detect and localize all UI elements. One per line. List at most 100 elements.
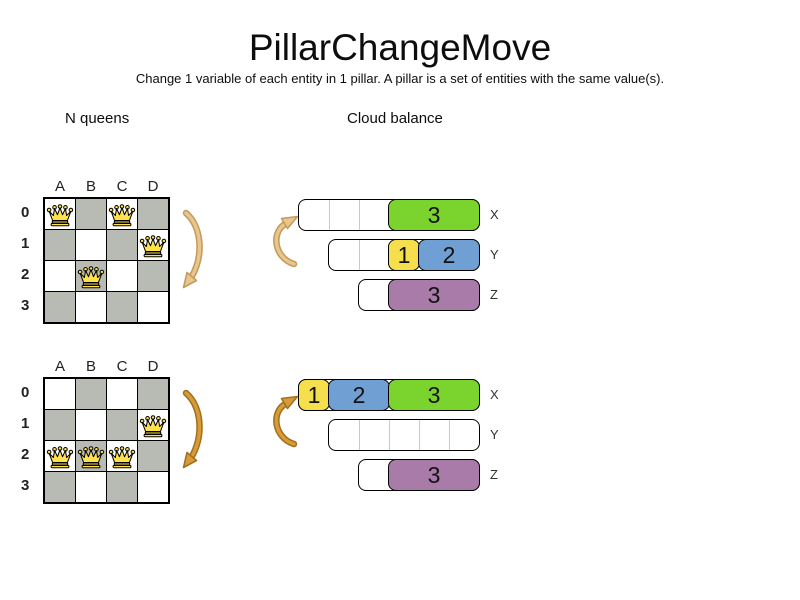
- queen-icon: [46, 203, 74, 226]
- board-grid: [43, 377, 170, 504]
- bar-label-x: X: [490, 207, 499, 222]
- process-segment: 1: [298, 379, 330, 411]
- column-label-c: C: [116, 358, 129, 375]
- board-cell: [138, 199, 168, 229]
- column-label-d: D: [147, 358, 160, 375]
- board-cell: [107, 261, 137, 291]
- bar-label-z: Z: [490, 287, 498, 302]
- move-arrow-up-icon: [273, 395, 299, 448]
- column-label-b: B: [85, 358, 97, 375]
- queen-icon: [77, 265, 105, 288]
- row-label-2: 2: [21, 446, 30, 463]
- process-segment: 3: [388, 379, 480, 411]
- process-segment: 3: [388, 459, 480, 491]
- bar-divider: [359, 420, 360, 450]
- computer-bar-z: 3: [358, 459, 480, 491]
- board-cell: [45, 292, 75, 322]
- row-label-1: 1: [21, 415, 30, 432]
- queen-icon: [108, 203, 136, 226]
- move-arrow-up-icon: [273, 215, 299, 268]
- bar-label-y: Y: [490, 427, 499, 442]
- board-cell: [76, 472, 106, 502]
- board-cell: [107, 292, 137, 322]
- board-cell: [76, 199, 106, 229]
- column-label-c: C: [116, 178, 129, 195]
- column-label-b: B: [85, 178, 97, 195]
- chessboard-after: A B C D 0 1 2 3: [21, 357, 170, 504]
- row-label-1: 1: [21, 235, 30, 252]
- board-cell: [107, 230, 137, 260]
- board-cell: [45, 410, 75, 440]
- computer-bar-x: 3: [298, 199, 480, 231]
- move-arrow-down-icon: [182, 389, 203, 469]
- board-grid: [43, 197, 170, 324]
- board-cell: [138, 472, 168, 502]
- process-segment: 2: [328, 379, 390, 411]
- board-body: 0 1 2 3: [21, 377, 170, 504]
- computer-bar-z: 3: [358, 279, 480, 311]
- board-cell: [138, 230, 168, 260]
- board-cell: [76, 441, 106, 471]
- column-label-a: A: [54, 358, 66, 375]
- row-label-3: 3: [21, 477, 30, 494]
- board-cell: [76, 379, 106, 409]
- board-cell: [107, 199, 137, 229]
- board-cell: [107, 410, 137, 440]
- queen-icon: [139, 234, 167, 257]
- chessboard-before: A B C D 0 1 2 3: [21, 177, 170, 324]
- board-cell: [45, 379, 75, 409]
- process-segment: 3: [388, 199, 480, 231]
- bar-divider: [329, 200, 330, 230]
- move-arrow-down-icon: [182, 209, 203, 289]
- board-cell: [107, 441, 137, 471]
- board-cell: [45, 441, 75, 471]
- board-cell: [45, 230, 75, 260]
- board-cell: [138, 292, 168, 322]
- page-title: PillarChangeMove: [248, 27, 552, 68]
- process-segment: 3: [388, 279, 480, 311]
- column-label-d: D: [147, 178, 160, 195]
- process-segment: 1: [388, 239, 420, 271]
- queen-icon: [108, 445, 136, 468]
- bar-divider: [449, 420, 450, 450]
- board-row-labels: 0 1 2 3: [21, 197, 43, 324]
- section-label-cloud-balance: Cloud balance: [347, 110, 443, 127]
- board-cell: [76, 261, 106, 291]
- board-cell: [76, 410, 106, 440]
- section-label-nqueens: N queens: [65, 110, 130, 127]
- bar-label-z: Z: [490, 467, 498, 482]
- queen-icon: [77, 445, 105, 468]
- board-cell: [76, 230, 106, 260]
- board-cell: [45, 472, 75, 502]
- column-label-a: A: [54, 178, 66, 195]
- board-cell: [138, 379, 168, 409]
- board-cell: [76, 292, 106, 322]
- row-label-0: 0: [21, 384, 30, 401]
- bar-label-y: Y: [490, 247, 499, 262]
- board-cell: [138, 261, 168, 291]
- board-cell: [107, 472, 137, 502]
- board-column-labels: A B C D: [45, 357, 170, 377]
- board-cell: [107, 379, 137, 409]
- bar-divider: [359, 240, 360, 270]
- computer-bar-y: [328, 419, 480, 451]
- board-cell: [138, 410, 168, 440]
- board-row-labels: 0 1 2 3: [21, 377, 43, 504]
- row-label-2: 2: [21, 266, 30, 283]
- board-cell: [45, 199, 75, 229]
- bar-divider: [389, 420, 390, 450]
- process-segment: 2: [418, 239, 480, 271]
- row-label-0: 0: [21, 204, 30, 221]
- bar-divider: [419, 420, 420, 450]
- queen-icon: [46, 445, 74, 468]
- bar-divider: [359, 200, 360, 230]
- row-label-3: 3: [21, 297, 30, 314]
- board-cell: [138, 441, 168, 471]
- board-column-labels: A B C D: [45, 177, 170, 197]
- queen-icon: [139, 414, 167, 437]
- board-cell: [45, 261, 75, 291]
- page-subtitle: Change 1 variable of each entity in 1 pi…: [135, 71, 665, 86]
